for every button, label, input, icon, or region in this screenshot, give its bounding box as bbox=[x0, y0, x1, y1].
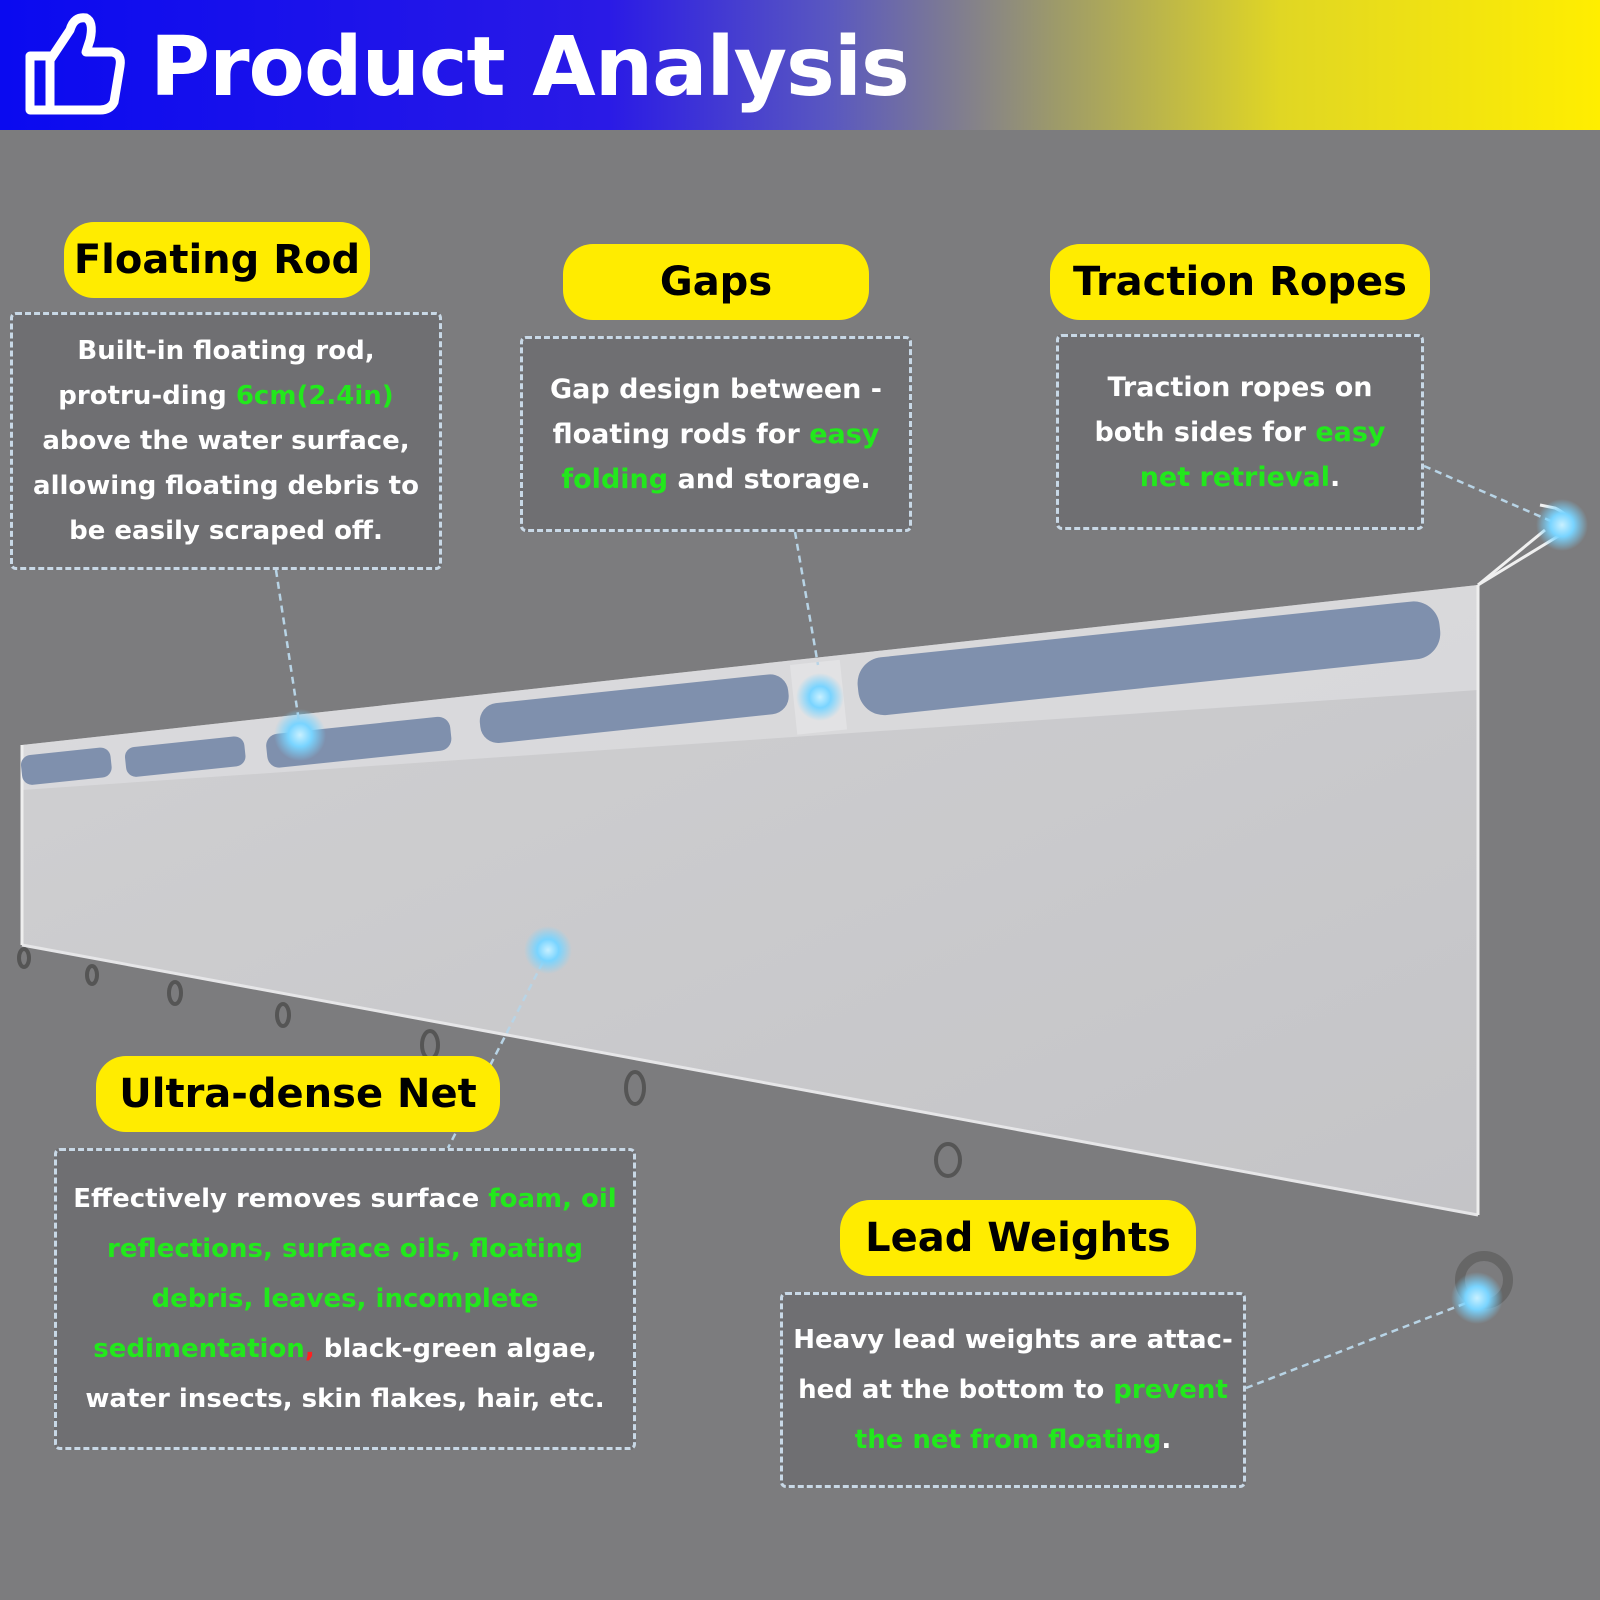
desc-lead-weights-text: Heavy lead weights are attac-hed at the … bbox=[793, 1325, 1233, 1405]
floating-rod bbox=[20, 747, 112, 785]
label-lead-weights: Lead Weights bbox=[840, 1200, 1196, 1276]
connector-floating-rod bbox=[274, 569, 302, 729]
marker-net bbox=[524, 926, 572, 974]
desc-floating-rod-highlight: 6cm(2.4in) bbox=[235, 380, 394, 411]
marker-lead-weights bbox=[1451, 1272, 1503, 1324]
marker-traction-ropes bbox=[1536, 499, 1588, 551]
label-gaps: Gaps bbox=[563, 244, 869, 320]
markers bbox=[274, 499, 1588, 1324]
floating-rods bbox=[20, 601, 1441, 785]
desc-gaps-highlight: easy folding bbox=[561, 418, 880, 495]
desc-traction-ropes: Traction ropes on both sides for easy ne… bbox=[1056, 334, 1424, 530]
desc-net-red-comma: , bbox=[304, 1334, 315, 1364]
page-title: Product Analysis bbox=[150, 20, 910, 115]
connector-lead-weights bbox=[1245, 1298, 1475, 1390]
desc-net-text: Effectively removes surface bbox=[73, 1184, 489, 1214]
desc-gaps-text: Gap design between - floating rods for bbox=[550, 373, 882, 450]
desc-gaps-text-end: and storage. bbox=[668, 463, 871, 495]
header-banner: Product Analysis bbox=[0, 0, 1600, 130]
desc-traction-ropes-text-end: . bbox=[1330, 461, 1341, 493]
desc-lead-weights-text-end: . bbox=[1161, 1425, 1172, 1455]
desc-ultra-dense-net: Effectively removes surface foam, oil re… bbox=[54, 1148, 636, 1450]
desc-net-highlight: foam, oil reflections, surface oils, flo… bbox=[93, 1184, 617, 1364]
desc-floating-rod: Built-in floating rod, protru-ding 6cm(2… bbox=[10, 312, 442, 570]
desc-lead-weights-highlight: prevent the net from floating bbox=[854, 1375, 1228, 1455]
desc-gaps: Gap design between - floating rods for e… bbox=[520, 336, 912, 532]
desc-traction-ropes-text: Traction ropes on both sides for bbox=[1094, 371, 1373, 448]
desc-floating-rod-text-end: above the water surface, allowing floati… bbox=[33, 425, 419, 546]
label-traction-ropes: Traction Ropes bbox=[1050, 244, 1430, 320]
marker-gaps bbox=[796, 673, 844, 721]
floating-rod bbox=[857, 601, 1441, 716]
connector-traction-ropes bbox=[1423, 464, 1561, 527]
label-floating-rod: Floating Rod bbox=[64, 222, 370, 298]
floating-rod bbox=[479, 674, 789, 743]
net-bottom-edge bbox=[21, 943, 1479, 1217]
label-ultra-dense-net: Ultra-dense Net bbox=[96, 1056, 500, 1132]
connector-gaps bbox=[793, 531, 820, 666]
desc-net-text-end: black-green algae, water insects, skin f… bbox=[85, 1334, 605, 1414]
floating-rod bbox=[124, 736, 246, 777]
desc-lead-weights: Heavy lead weights are attac-hed at the … bbox=[780, 1292, 1246, 1488]
desc-floating-rod-text: Built-in floating rod, protru-ding bbox=[58, 335, 375, 411]
thumbs-up-icon bbox=[25, 13, 125, 115]
desc-traction-ropes-highlight: easy net retrieval bbox=[1139, 416, 1386, 493]
marker-floating-rod bbox=[274, 709, 326, 761]
